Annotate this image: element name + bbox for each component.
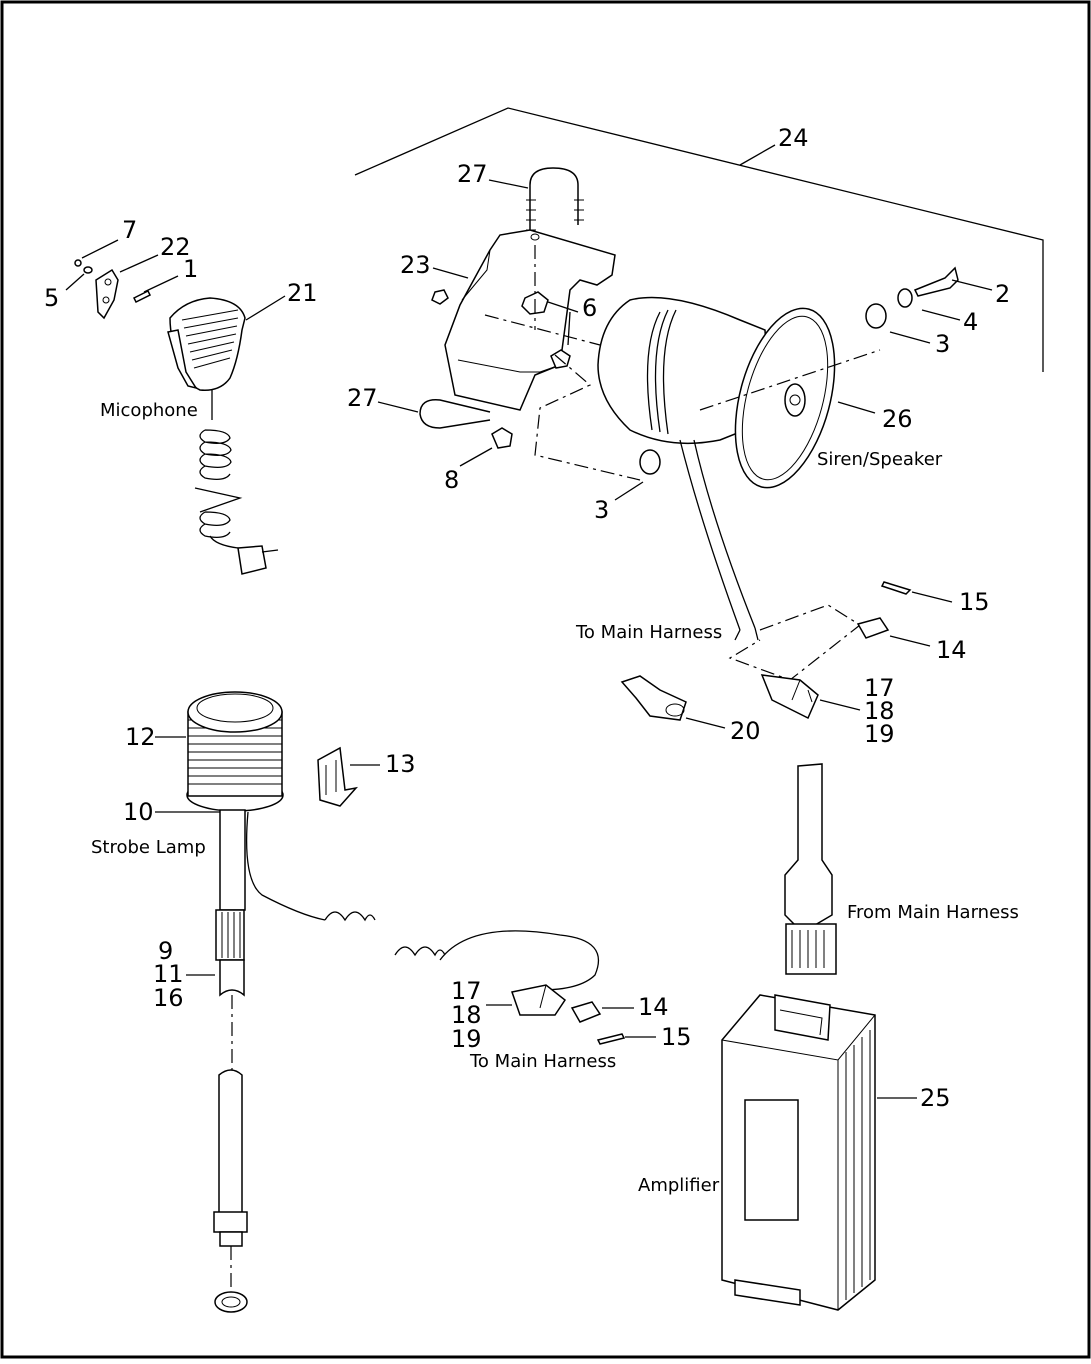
label-24: 24	[778, 124, 809, 152]
label-25: 25	[920, 1084, 951, 1112]
label-3-lower: 3	[594, 496, 609, 524]
label-11: 11	[153, 960, 184, 988]
amplifier-assembly	[721, 763, 876, 1311]
label-22: 22	[160, 233, 191, 261]
label-14-top: 14	[936, 636, 967, 664]
label-13: 13	[385, 750, 416, 778]
connector-parts-upper	[620, 581, 912, 721]
label-1: 1	[183, 255, 198, 283]
label-20: 20	[730, 717, 761, 745]
label-6: 6	[582, 294, 597, 322]
label-2: 2	[995, 280, 1010, 308]
caption-to-main-harness-bottom: To Main Harness	[469, 1051, 616, 1072]
label-19-top: 19	[864, 720, 895, 748]
label-15-bottom: 15	[661, 1023, 692, 1051]
part-number-labels: 7 22 1 5 21 24 27 23 6 2 4 3 27 26 8 3 1…	[44, 124, 1010, 1112]
label-4: 4	[963, 308, 978, 336]
label-9: 9	[158, 937, 173, 965]
label-10: 10	[123, 798, 154, 826]
caption-strobe-lamp: Strobe Lamp	[91, 837, 206, 858]
label-7: 7	[122, 216, 137, 244]
component-captions: Micophone Siren/Speaker To Main Harness …	[91, 400, 1019, 1196]
label-16: 16	[153, 984, 184, 1012]
assembly-bracket-outline	[354, 107, 1044, 372]
caption-microphone: Micophone	[100, 400, 198, 421]
caption-from-main-harness: From Main Harness	[847, 902, 1019, 923]
connector-parts-lower	[511, 984, 626, 1045]
label-18-bottom: 18	[451, 1001, 482, 1029]
label-27-top: 27	[457, 160, 488, 188]
label-23: 23	[400, 251, 431, 279]
siren-speaker-assembly	[419, 167, 959, 681]
caption-siren-speaker: Siren/Speaker	[817, 449, 943, 470]
label-5: 5	[44, 284, 59, 312]
caption-amplifier: Amplifier	[638, 1175, 720, 1196]
strobe-lamp-assembly	[186, 691, 600, 1313]
label-12: 12	[125, 723, 156, 751]
label-17-bottom: 17	[451, 977, 482, 1005]
label-18-top: 18	[864, 697, 895, 725]
label-8: 8	[444, 466, 459, 494]
leader-lines	[65, 179, 993, 1099]
label-3-right: 3	[935, 330, 950, 358]
microphone-assembly	[74, 259, 279, 575]
caption-to-main-harness-top: To Main Harness	[575, 622, 722, 643]
label-19-bottom: 19	[451, 1025, 482, 1053]
label-27-left: 27	[347, 384, 378, 412]
label-21: 21	[287, 279, 318, 307]
label-15-top: 15	[959, 588, 990, 616]
label-26: 26	[882, 405, 913, 433]
label-17-top: 17	[864, 674, 895, 702]
label-14-bottom: 14	[638, 993, 669, 1021]
